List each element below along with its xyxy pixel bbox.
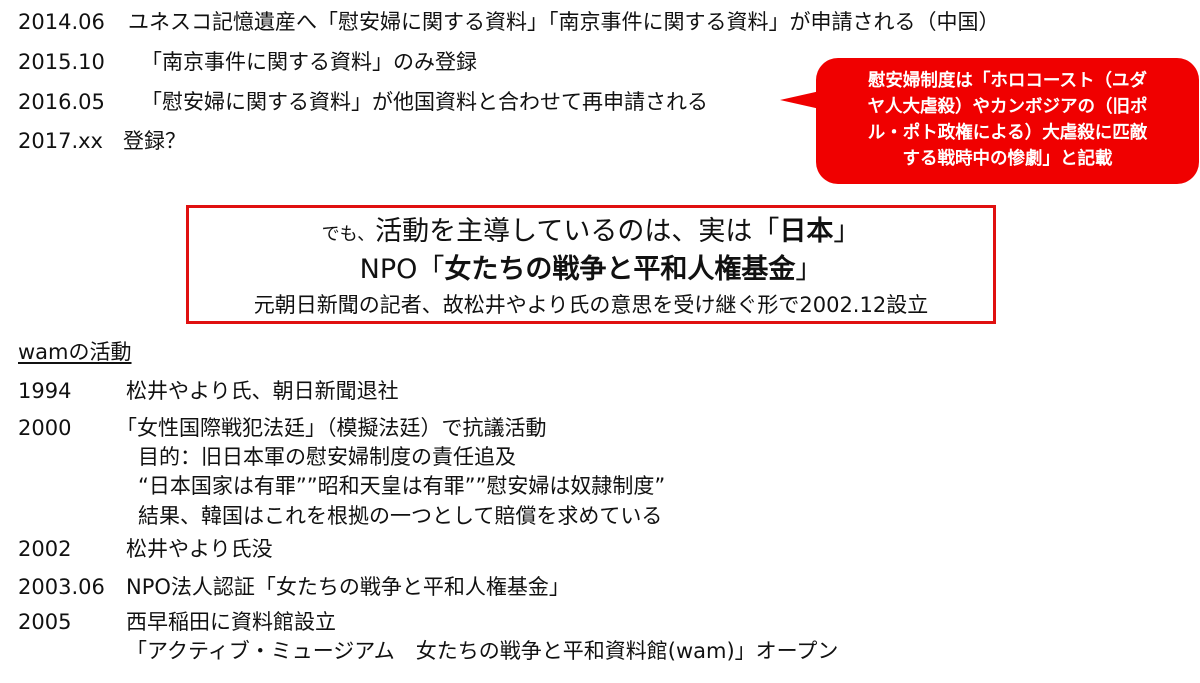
timeline-text: 「慰安婦に関する資料」が他国資料と合わせて再申請される	[141, 90, 708, 114]
wam-entry: 2003.06 NPO法人認証「女たちの戦争と平和人権基金」	[18, 573, 570, 601]
main-box-emphasis: 女たちの戦争と平和人権基金	[444, 254, 796, 285]
wam-date: 2000	[18, 416, 72, 440]
timeline-date: 2017.xx	[18, 129, 103, 153]
main-box-emphasis: 日本	[779, 216, 834, 247]
timeline-date: 2015.10	[18, 50, 105, 74]
main-box-lead: でも、	[321, 224, 376, 245]
timeline-row: 2016.05 「慰安婦に関する資料」が他国資料と合わせて再申請される	[18, 88, 708, 116]
main-box-text: 活動を主導しているのは、実は「	[375, 216, 780, 247]
timeline-date: 2016.05	[18, 90, 105, 114]
main-box-text: 」	[833, 216, 861, 247]
main-box-text: 」	[795, 254, 823, 285]
callout-line: ヤ人大虐殺）やカンボジアの（旧ポ	[867, 97, 1148, 117]
wam-detail: 「アクティブ・ミュージアム 女たちの戦争と平和資料館(wam)」オープン	[126, 639, 839, 663]
callout-line: ル・ポト政権による）大虐殺に匹敵	[867, 123, 1148, 143]
wam-date: 1994	[18, 379, 72, 403]
timeline-date: 2014.06	[18, 10, 105, 34]
wam-text: 松井やより氏、朝日新聞退社	[126, 379, 399, 403]
main-box-line-1: でも、活動を主導しているのは、実は「日本」	[189, 214, 993, 253]
wam-entry: 2000 「女性国際戦犯法廷」（模擬法廷）で抗議活動	[18, 414, 547, 442]
wam-entry: 1994 松井やより氏、朝日新聞退社	[18, 377, 399, 405]
timeline-row: 2014.06 ユネスコ記憶遺産へ「慰安婦に関する資料」「南京事件に関する資料」が…	[18, 8, 1000, 36]
timeline-text: ユネスコ記憶遺産へ「慰安婦に関する資料」「南京事件に関する資料」が申請される（中…	[128, 10, 1000, 34]
section-heading: wamの活動	[18, 340, 132, 364]
timeline-text: 登録？	[123, 129, 186, 153]
timeline-row: 2017.xx 登録？	[18, 127, 186, 155]
timeline-row: 2015.10 「南京事件に関する資料」のみ登録	[18, 48, 477, 76]
wam-entry: 2005 西早稲田に資料館設立	[18, 608, 336, 636]
callout-line: する戦時中の惨劇」と記載	[902, 149, 1113, 169]
wam-text: 松井やより氏没	[126, 537, 273, 561]
wam-detail: 目的：旧日本軍の慰安婦制度の責任追及	[138, 445, 516, 469]
callout-pointer	[780, 91, 820, 109]
main-highlight-box: でも、活動を主導しているのは、実は「日本」 NPO「女たちの戦争と平和人権基金」…	[186, 205, 996, 324]
wam-date: 2003.06	[18, 575, 105, 599]
main-box-line-2: NPO「女たちの戦争と平和人権基金」	[189, 252, 993, 288]
wam-detail: “日本国家は有罪””昭和天皇は有罪””慰安婦は奴隷制度”	[138, 474, 666, 498]
red-callout: 慰安婦制度は「ホロコースト（ユダ ヤ人大虐殺）やカンボジアの（旧ポ ル・ポト政権…	[816, 58, 1199, 184]
wam-date: 2005	[18, 610, 72, 634]
wam-detail: 結果、韓国はこれを根拠の一つとして賠償を求めている	[138, 504, 663, 528]
wam-text: 「女性国際戦犯法廷」（模擬法廷）で抗議活動	[116, 416, 547, 440]
wam-text: NPO法人認証「女たちの戦争と平和人権基金」	[126, 575, 570, 599]
callout-line: 慰安婦制度は「ホロコースト（ユダ	[867, 71, 1148, 91]
main-box-line-3: 元朝日新聞の記者、故松井やより氏の意思を受け継ぐ形で2002.12設立	[253, 293, 929, 317]
timeline-text: 「南京事件に関する資料」のみ登録	[141, 50, 477, 74]
wam-entry: 2002 松井やより氏没	[18, 535, 273, 563]
wam-date: 2002	[18, 537, 72, 561]
main-box-text: NPO「	[359, 254, 445, 285]
wam-text: 西早稲田に資料館設立	[126, 610, 336, 634]
